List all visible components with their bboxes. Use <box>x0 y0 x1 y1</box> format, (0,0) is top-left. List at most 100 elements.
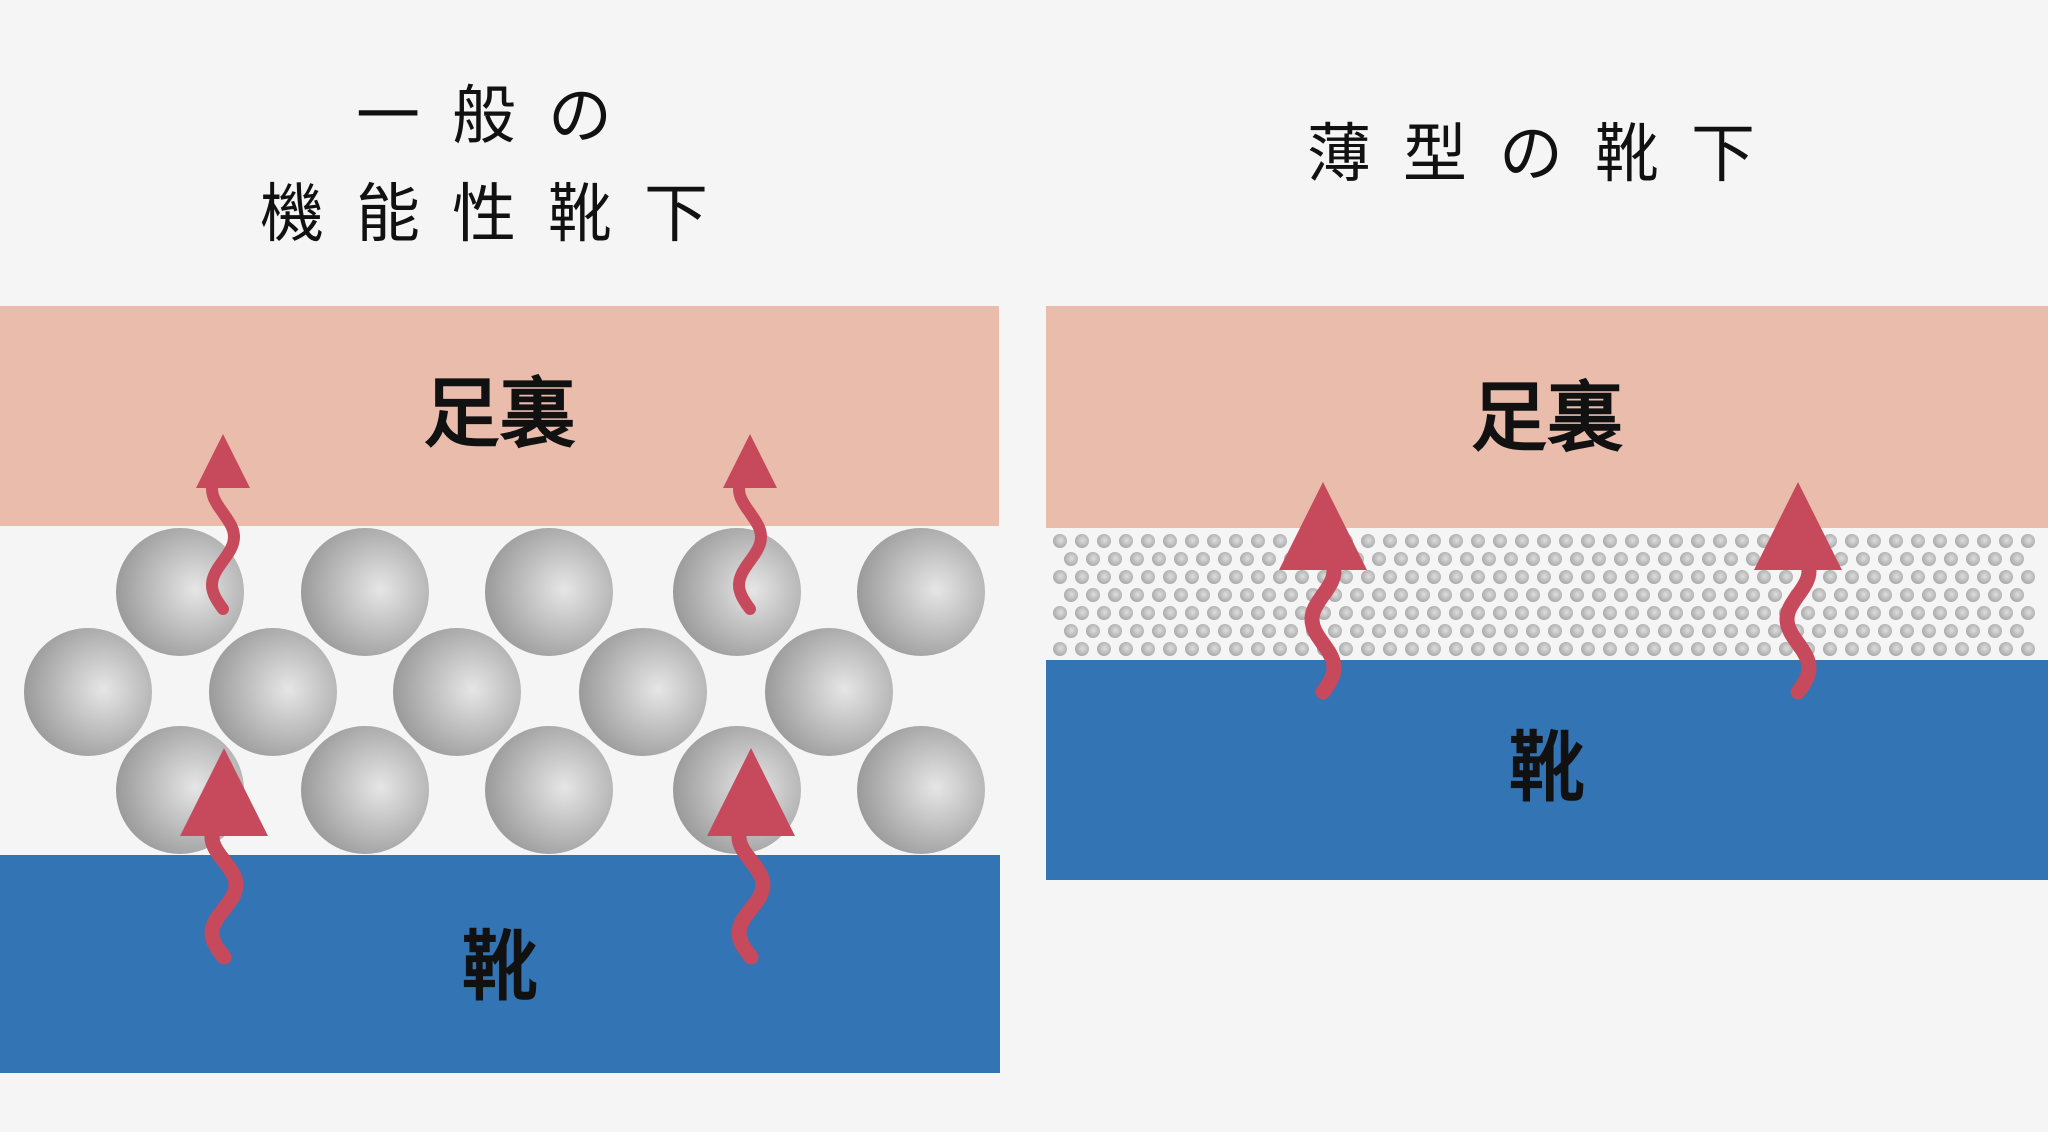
fiber-dot <box>1218 624 1232 638</box>
fiber-dot <box>1526 588 1540 602</box>
fiber-dot <box>1141 570 1155 584</box>
fiber-dot <box>1779 570 1793 584</box>
fiber-dot <box>1064 552 1078 566</box>
fiber-dot <box>1614 588 1628 602</box>
fiber-dot <box>1515 570 1529 584</box>
fiber-dot <box>1394 624 1408 638</box>
fiber-dot <box>1768 588 1782 602</box>
fiber-dot <box>1075 534 1089 548</box>
fiber-dot <box>1658 552 1672 566</box>
fiber-dot <box>1119 642 1133 656</box>
fiber-dot <box>1240 624 1254 638</box>
fiber-dot <box>2021 642 2035 656</box>
fiber-dot <box>1097 534 1111 548</box>
fiber-dot <box>1504 552 1518 566</box>
fiber-dot <box>1405 570 1419 584</box>
fiber-dot <box>1240 588 1254 602</box>
fiber-dot <box>1471 570 1485 584</box>
fiber-dot <box>1273 642 1287 656</box>
fiber-dot <box>1559 642 1573 656</box>
fiber-dot <box>1185 606 1199 620</box>
fiber-dot <box>1482 588 1496 602</box>
fiber-dot <box>1163 534 1177 548</box>
fiber-dot <box>1713 534 1727 548</box>
fiber-dot <box>1922 552 1936 566</box>
fiber-dot <box>1757 606 1771 620</box>
arrow-head <box>723 434 777 488</box>
fiber-dot <box>1064 624 1078 638</box>
fiber-dot <box>1823 570 1837 584</box>
fiber-dot <box>2021 606 2035 620</box>
fiber-dot <box>1702 552 1716 566</box>
fiber-dot <box>1691 570 1705 584</box>
fiber-dot <box>1735 606 1749 620</box>
arrow-shaft <box>204 824 244 965</box>
fiber-dot <box>1416 588 1430 602</box>
fiber-dot <box>1174 624 1188 638</box>
fiber-dot <box>1504 588 1518 602</box>
fiber-dot <box>1999 606 2013 620</box>
fiber-dot <box>2010 588 2024 602</box>
fiber-dot <box>1713 570 1727 584</box>
fiber-dot <box>1504 624 1518 638</box>
fiber-dot <box>1449 606 1463 620</box>
fiber-dot <box>1845 570 1859 584</box>
fiber-dot <box>1746 588 1760 602</box>
arrow-head <box>196 434 250 488</box>
fiber-dot <box>1493 570 1507 584</box>
fiber-dot <box>1702 624 1716 638</box>
fiber-dot <box>1493 606 1507 620</box>
fiber-dot <box>1493 534 1507 548</box>
fiber-ball <box>485 726 613 854</box>
fiber-dot <box>1911 534 1925 548</box>
fiber-dot <box>1592 588 1606 602</box>
fiber-dot <box>1130 552 1144 566</box>
fiber-dot <box>1174 552 1188 566</box>
fiber-dot <box>1053 606 1067 620</box>
fiber-dot <box>1636 552 1650 566</box>
fiber-dot <box>1900 552 1914 566</box>
fiber-ball <box>579 628 707 756</box>
arrow-head <box>180 748 268 836</box>
fiber-dot <box>1548 588 1562 602</box>
fiber-dot <box>1240 552 1254 566</box>
fiber-dot <box>1460 552 1474 566</box>
fiber-dot <box>1735 534 1749 548</box>
fiber-dot <box>1999 642 2013 656</box>
fiber-dot <box>1196 552 1210 566</box>
fiber-dot <box>1559 570 1573 584</box>
fiber-ball <box>116 528 244 656</box>
fiber-dot <box>1966 624 1980 638</box>
right-panel-title: 薄型の靴下 <box>1307 118 1787 192</box>
fiber-dot <box>1614 552 1628 566</box>
fiber-dot <box>1416 624 1430 638</box>
fiber-dot <box>1680 588 1694 602</box>
fiber-dot <box>1372 624 1386 638</box>
fiber-dot <box>1724 552 1738 566</box>
fiber-dot <box>1900 624 1914 638</box>
fiber-ball <box>765 628 893 756</box>
fiber-dot <box>1460 624 1474 638</box>
fiber-dot <box>1691 606 1705 620</box>
left-panel-title: 一般の 機能性靴下 <box>0 68 1000 264</box>
fiber-dot <box>1647 606 1661 620</box>
fiber-dot <box>1526 552 1540 566</box>
fiber-dot <box>1449 642 1463 656</box>
fiber-dot <box>1185 642 1199 656</box>
fiber-dot <box>1119 606 1133 620</box>
fiber-dot <box>1911 606 1925 620</box>
right-skin-layer: 足裏 <box>1046 306 2048 528</box>
fiber-dot <box>1416 552 1430 566</box>
fiber-dot <box>2021 534 2035 548</box>
fiber-dot <box>1592 624 1606 638</box>
fiber-dot <box>1086 588 1100 602</box>
fiber-dot <box>1526 624 1540 638</box>
fiber-dot <box>1845 534 1859 548</box>
fiber-dot <box>1152 624 1166 638</box>
fiber-dot <box>1922 588 1936 602</box>
fiber-dot <box>1229 606 1243 620</box>
fiber-dot <box>1581 534 1595 548</box>
fiber-dot <box>1383 642 1397 656</box>
fiber-dot <box>1251 570 1265 584</box>
arrow-head <box>1754 482 1842 570</box>
